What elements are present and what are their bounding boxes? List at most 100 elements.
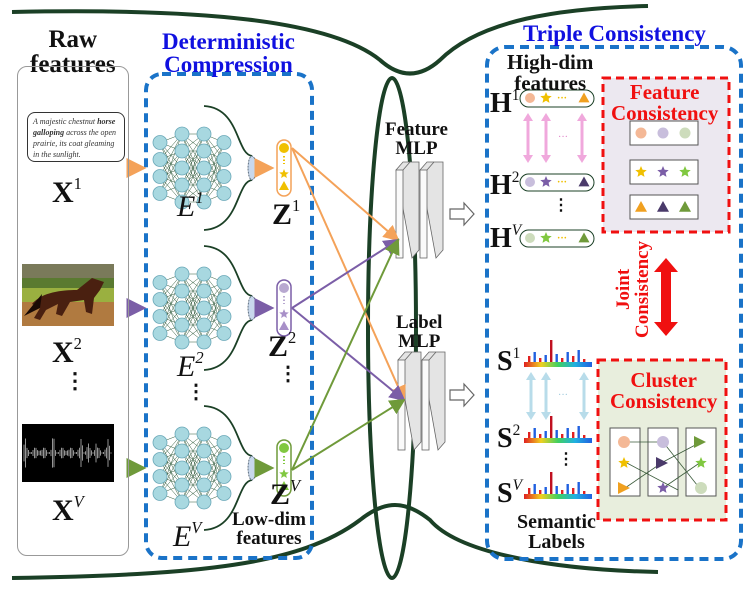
sv-label: SV <box>497 477 522 509</box>
star-icon <box>635 166 647 177</box>
neuron-node <box>216 469 232 484</box>
latent-vector-1 <box>276 139 292 197</box>
neuron-node <box>196 177 212 193</box>
feature-consistency-row-2 <box>629 159 699 185</box>
circle-icon <box>279 283 289 293</box>
cluster-alignment-arrow <box>541 372 551 420</box>
neuron-node <box>152 309 168 324</box>
neuron-node <box>216 326 232 341</box>
encoder-network-3 <box>152 405 257 531</box>
latent-vector-2 <box>276 279 292 337</box>
neuron-node <box>152 292 168 307</box>
latent-ellipsis: ⋮ <box>278 363 298 385</box>
histogram-bar <box>533 484 536 494</box>
s2-label: S2 <box>497 422 521 454</box>
to-label-mlp-arrow <box>291 147 406 402</box>
feature-alignment-arrow <box>541 113 551 163</box>
dots-icon: ··· <box>558 132 568 143</box>
star-icon <box>657 482 669 493</box>
histogram-bar <box>528 488 531 494</box>
encoder-2-label: E2 <box>177 348 204 383</box>
triangle-icon <box>578 92 590 103</box>
star-icon <box>540 232 552 243</box>
histogram-bar <box>583 359 586 362</box>
neuron-node <box>152 135 168 150</box>
to-label-mlp-arrow <box>291 398 406 471</box>
high-dim-vector-2: ··· <box>519 173 595 192</box>
histogram-bar <box>550 340 553 362</box>
neuron-node <box>152 469 168 484</box>
deterministic-compression-title: Deterministic Compression <box>162 29 295 77</box>
histogram-bar <box>572 488 575 494</box>
feature-alignment-arrow <box>577 113 587 163</box>
histogram-bar <box>561 358 564 362</box>
circle-icon <box>657 127 669 139</box>
joint-consistency-arrow <box>654 258 678 336</box>
xv-label: XV <box>52 492 84 527</box>
histogram-bar <box>572 356 575 362</box>
neuron-node <box>152 486 168 501</box>
neuron-node <box>196 194 212 210</box>
circle-icon <box>279 443 289 453</box>
semantic-histogram-1 <box>524 340 592 367</box>
neuron-node <box>216 135 232 150</box>
s1-label: S1 <box>497 345 521 377</box>
neuron-node <box>174 426 190 442</box>
star-icon <box>279 309 289 318</box>
histogram-bar <box>566 484 569 494</box>
neuron-node <box>196 494 212 510</box>
neuron-node <box>152 452 168 467</box>
feature-alignment-arrow <box>523 113 533 163</box>
neuron-node <box>174 494 190 510</box>
zv-label: ZV <box>270 476 301 511</box>
triangle-icon <box>578 232 590 243</box>
label-mlp-layer-2 <box>421 351 446 451</box>
h-ellipsis: ⋮ <box>553 197 569 214</box>
neuron-node <box>196 426 212 442</box>
encoder-network-2 <box>152 245 257 371</box>
feature-mlp-layer-2 <box>419 161 444 259</box>
histogram-bar <box>544 487 547 494</box>
star-icon <box>657 166 669 177</box>
histogram-bar <box>539 358 542 362</box>
histogram-bar <box>544 355 547 362</box>
neuron-node <box>174 283 190 299</box>
to-label-mlp-arrow <box>291 307 406 402</box>
hv-label: HV <box>490 222 522 254</box>
encoder-v-label: EV <box>173 518 202 553</box>
cluster-alignment-arrow <box>526 372 536 420</box>
histogram-bar <box>550 416 553 438</box>
bottleneck-node <box>247 155 257 181</box>
neuron-node <box>216 169 232 184</box>
neuron-node <box>216 292 232 307</box>
feature-consistency-row-1 <box>629 120 699 146</box>
dots-icon: ··· <box>557 233 567 244</box>
neuron-node <box>152 169 168 184</box>
neuron-node <box>174 126 190 142</box>
circle-icon <box>679 127 691 139</box>
histogram-bar <box>555 486 558 494</box>
triangle-icon <box>657 201 669 212</box>
high-dim-vector-1: ··· <box>519 89 595 108</box>
neuron-node <box>196 317 212 333</box>
h1-label: H1 <box>490 87 520 119</box>
feature-mlp-layer-1 <box>395 161 420 259</box>
star-icon <box>618 457 630 468</box>
top-boundary-curve <box>11 4 649 76</box>
neuron-node <box>174 160 190 176</box>
neuron-node <box>174 460 190 476</box>
triangle-icon <box>656 457 668 469</box>
color-bar <box>524 494 592 499</box>
circle-icon <box>525 93 535 103</box>
z1-label: Z1 <box>272 196 301 231</box>
triple-consistency-box <box>485 45 743 561</box>
star-icon <box>540 176 552 187</box>
star-icon <box>695 457 707 468</box>
neuron-node <box>216 152 232 167</box>
histogram-bar <box>577 350 580 362</box>
matching-line <box>624 461 679 491</box>
histogram-bar <box>566 352 569 362</box>
